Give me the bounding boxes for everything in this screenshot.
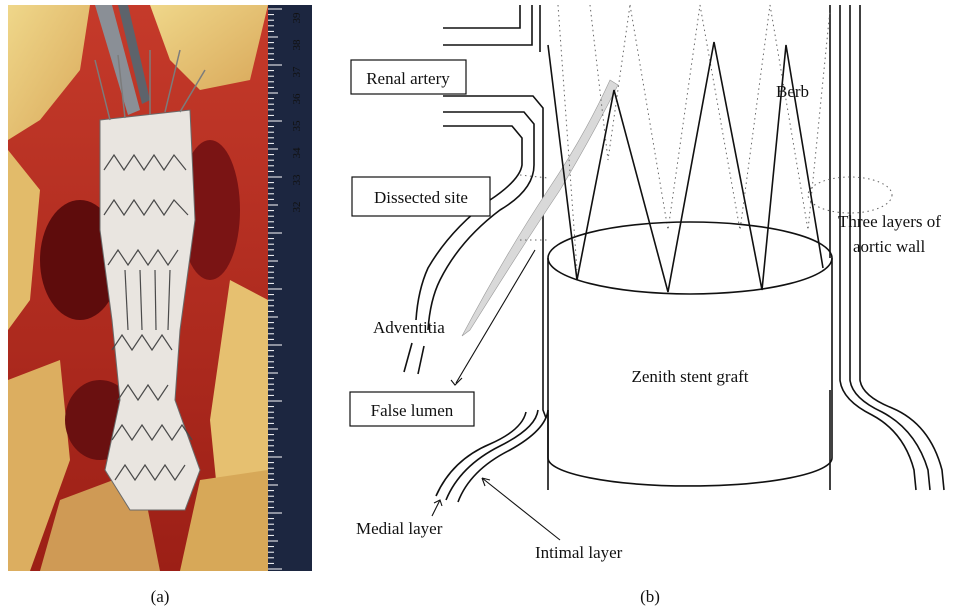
false-lumen-arrow xyxy=(451,250,535,385)
berb-label: Berb xyxy=(776,82,809,101)
dissected-site-label: Dissected site xyxy=(374,188,468,207)
adventitia-label: Adventitia xyxy=(373,318,445,337)
renal-artery-branch xyxy=(443,5,540,52)
ruler-number: 37 xyxy=(291,66,303,78)
stent-barb-struts xyxy=(548,42,823,292)
false-lumen-label: False lumen xyxy=(371,401,454,420)
three-layers-label-line1: Three layers of xyxy=(838,212,941,231)
intimal-layer-label: Intimal layer xyxy=(535,543,623,562)
left-aortic-wall xyxy=(404,96,548,502)
ruler-number: 38 xyxy=(291,39,303,51)
ruler-number: 32 xyxy=(291,202,303,213)
ruler-number: 34 xyxy=(291,147,303,159)
schematic-diagram: Renal artery Dissected site Adventitia F… xyxy=(350,5,944,562)
ruler-number: 39 xyxy=(291,12,303,24)
stent-graft-label: Zenith stent graft xyxy=(631,367,748,386)
renal-artery-label: Renal artery xyxy=(366,69,450,88)
stent-graft-cylinder xyxy=(548,222,832,486)
three-layers-label-line2: aortic wall xyxy=(853,237,925,256)
medial-layer-label: Medial layer xyxy=(356,519,443,538)
panel-a-label: (a) xyxy=(151,587,170,606)
ruler-number: 33 xyxy=(291,174,303,186)
ruler-number: 36 xyxy=(291,93,303,105)
measuring-ruler: 39 38 37 36 35 34 33 32 xyxy=(268,5,312,571)
stent-struts-dotted xyxy=(520,5,892,270)
panel-b-label: (b) xyxy=(640,587,660,606)
medial-layer-arrow xyxy=(432,500,442,516)
ruler-number: 35 xyxy=(291,120,303,132)
surgical-photograph xyxy=(8,5,312,571)
